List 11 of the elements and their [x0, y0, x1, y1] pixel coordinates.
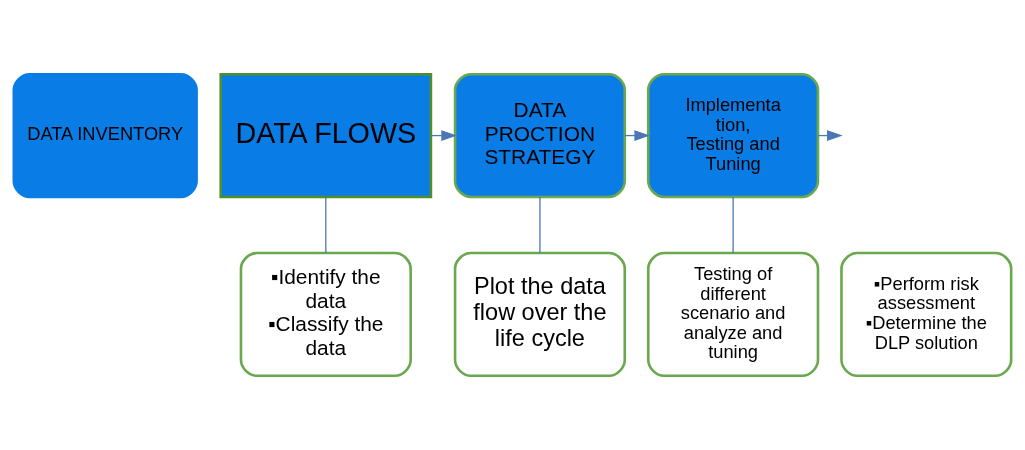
- node-box: ▪Perform risk assessment ▪Determine the DLP solution: [840, 251, 1013, 378]
- connector: [539, 196, 541, 254]
- node-box: DATA FLOWS: [219, 72, 433, 199]
- connector: [325, 196, 327, 254]
- node-box: ▪Identify the data ▪Classify the data: [239, 251, 412, 378]
- node-box: Implementa tion, Testing and Tuning: [646, 72, 820, 199]
- node-box: DATA INVENTORY: [12, 72, 198, 199]
- node-box: Testing of different scenario and analyze and tuning: [646, 251, 820, 378]
- node-box: DATA PROCTION STRATEGY: [453, 72, 627, 199]
- node-box: Plot the data flow over the life cycle: [453, 251, 627, 378]
- connector: [732, 196, 734, 254]
